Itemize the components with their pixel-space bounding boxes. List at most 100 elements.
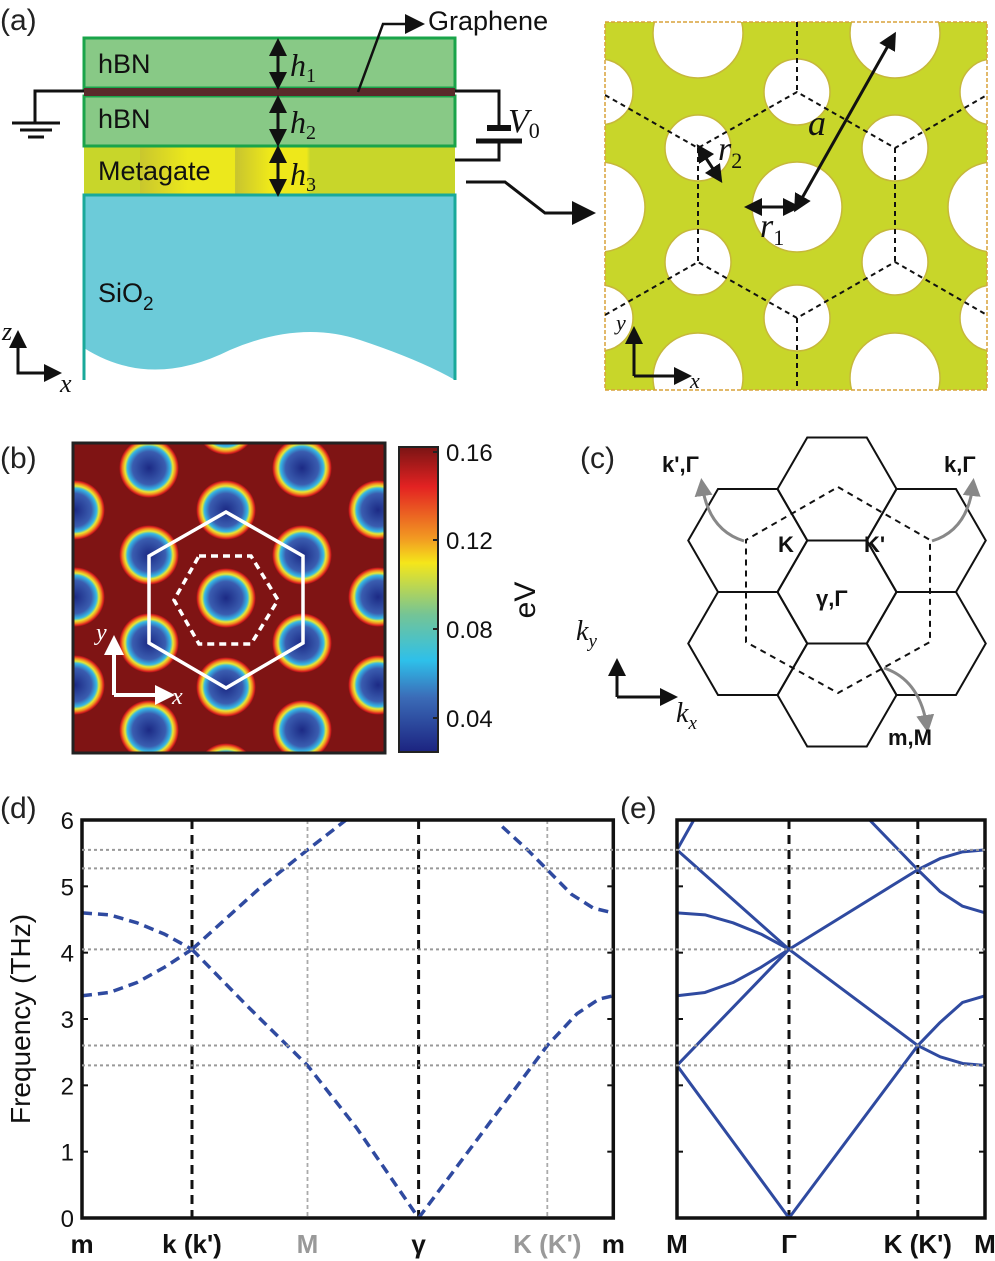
band-line-band-5	[417, 994, 614, 1220]
small-hole	[959, 284, 987, 352]
zoom-arrow-icon	[466, 180, 596, 225]
large-hole	[652, 22, 744, 79]
voltage-label: V0	[508, 103, 540, 143]
xy-axes-icon	[625, 326, 692, 385]
graphene-layer	[84, 88, 455, 96]
x-tick-label: γ	[411, 1229, 426, 1259]
x-tick-label: K (K')	[513, 1229, 581, 1259]
potential-well	[73, 480, 105, 540]
band-line-band-3	[190, 818, 348, 951]
bz-label-m-M: m,M	[888, 725, 932, 750]
graphene-label: Graphene	[428, 6, 548, 36]
potential-well	[73, 567, 105, 627]
bz-label-Kp: K'	[864, 532, 885, 557]
kx-label: kx	[676, 698, 697, 734]
r1-label: r1	[760, 208, 784, 250]
xz-axes-icon	[9, 330, 62, 382]
y-tick-label: 2	[61, 1073, 74, 1100]
plot-frame	[675, 818, 987, 1220]
reference-lines	[82, 848, 985, 1067]
h3-label: h3	[290, 156, 316, 196]
map-x-label: x	[171, 684, 183, 710]
panel-e: (e) M Γ K (K') M	[620, 792, 995, 1259]
band-line-band-3	[676, 848, 986, 1067]
graphene-callout-arrow-icon	[356, 14, 425, 93]
lattice-constant-arrow-icon	[794, 31, 896, 213]
band-line-band-1	[675, 994, 986, 1220]
x-tick-label: K (K')	[884, 1229, 952, 1259]
large-hole	[947, 161, 987, 253]
y-tick-label: 3	[61, 1007, 74, 1034]
brillouin-zone-lattice	[687, 436, 987, 748]
band-line-band-4	[190, 948, 421, 1219]
panel-label-a: (a)	[0, 4, 37, 37]
band-line-band-6	[501, 825, 614, 915]
y-tick-label: 6	[61, 808, 74, 835]
panel-label-b: (b)	[0, 442, 37, 475]
potential-well	[348, 480, 385, 540]
panel-label-e: (e)	[620, 792, 657, 825]
panel-c: (c) k',Γ k,Γ K K' γ,Γ m,M ky kx	[576, 436, 987, 750]
k-gamma-arrow-icon	[931, 478, 981, 543]
potential-well	[203, 743, 249, 753]
potential-well	[348, 567, 385, 627]
lattice-x-label: x	[689, 368, 700, 393]
ky-label: ky	[576, 616, 597, 652]
bz-label-center: γ,Γ	[816, 586, 848, 611]
x-tick-label: M	[666, 1229, 688, 1259]
map-y-label: y	[94, 620, 107, 646]
panel-label-c: (c)	[580, 442, 615, 475]
metagate-lattice: a r1 r2 y x	[604, 21, 988, 393]
lattice-constant-label: a	[808, 103, 826, 143]
panel-b: (b) y x 0.16 0.12 0.08 0.04 eV	[0, 440, 542, 755]
colorbar	[398, 446, 439, 753]
potential-well	[272, 443, 332, 498]
colorbar-tick: 0.08	[446, 617, 493, 644]
small-hole	[605, 58, 634, 126]
z-axis-label: z	[1, 317, 12, 346]
y-axis-title: Frequency (THz)	[5, 914, 36, 1124]
band-line-band-4	[676, 911, 790, 951]
colorbar-tick: 0.04	[446, 706, 493, 733]
plot-frame	[80, 818, 616, 1220]
unit-cell-hexagon	[171, 554, 281, 646]
band-line-band-2	[675, 848, 986, 1067]
colorbar-unit-label: eV	[509, 582, 542, 619]
mini-brillouin-zone	[745, 485, 931, 695]
potential-well	[196, 568, 256, 628]
potential-well	[272, 700, 332, 753]
potential-well	[348, 655, 385, 715]
small-hole	[959, 58, 987, 126]
brillouin-zone-hexagon	[776, 436, 898, 542]
potential-well	[73, 655, 105, 715]
brillouin-zone-hexagon	[687, 591, 809, 696]
band-structure-chart-e: M Γ K (K') M	[666, 818, 995, 1259]
h1-label: h1	[290, 47, 316, 87]
r2-label: r2	[718, 131, 742, 173]
bz-label-k-gamma: k,Γ	[944, 452, 976, 477]
band-line-band-5	[676, 948, 790, 998]
k-axes-icon	[608, 658, 678, 706]
colorbar-tick: 0.16	[446, 440, 493, 467]
x-tick-label: m	[602, 1229, 625, 1259]
m-M-arrow-icon	[883, 666, 935, 733]
x-axis-label: x	[59, 369, 72, 398]
y-tick-label: 5	[61, 874, 74, 901]
panel-label-d: (d)	[0, 792, 37, 825]
x-tick-label: Γ	[781, 1229, 797, 1259]
band-line-band-6	[675, 819, 696, 851]
sio2-label: SiO2	[98, 278, 154, 315]
y-tick-label: 0	[61, 1206, 74, 1233]
brillouin-zone-hexagon	[776, 642, 898, 748]
sio2-layer	[84, 195, 455, 380]
x-tick-label: k (k')	[162, 1229, 222, 1259]
voltage-source-icon	[455, 89, 522, 162]
kp-gamma-arrow-icon	[694, 478, 745, 543]
xy-axes-icon	[104, 635, 175, 705]
h2-label: h2	[290, 104, 316, 144]
potential-well	[202, 443, 250, 455]
supercell-hexagon	[147, 509, 305, 691]
x-tick-label: M	[974, 1229, 995, 1259]
